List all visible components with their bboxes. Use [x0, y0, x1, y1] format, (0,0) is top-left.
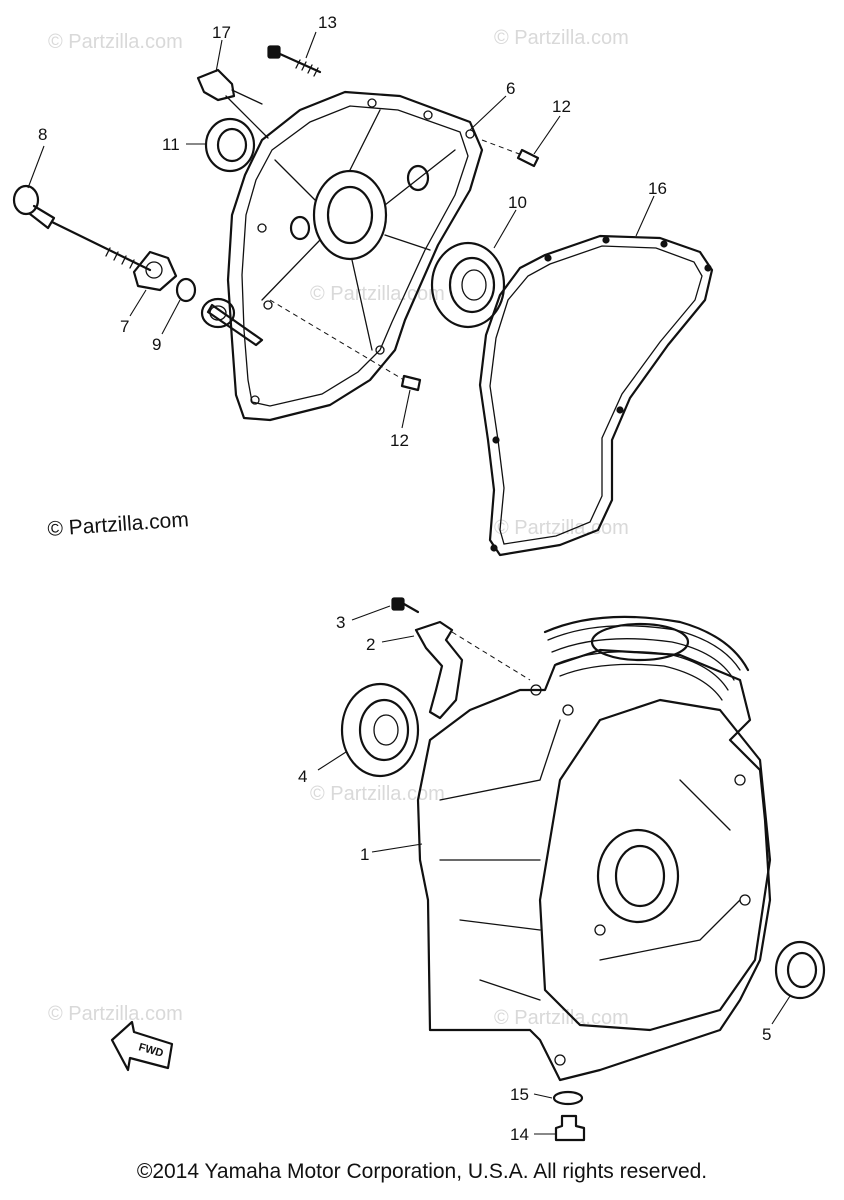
- part-label-16: 16: [648, 179, 667, 198]
- watermark-layer: © Partzilla.com © Partzilla.com © Partzi…: [48, 27, 629, 1029]
- o-ring-9-drawing: [175, 277, 197, 303]
- watermark: © Partzilla.com: [48, 31, 183, 53]
- bearing-4-drawing: [340, 682, 420, 778]
- watermark: © Partzilla.com: [494, 1007, 629, 1029]
- crankcase-drawing: [416, 615, 772, 1082]
- sensor-17-drawing: [196, 68, 269, 139]
- watermark: © Partzilla.com: [310, 783, 445, 805]
- footer-copyright: ©2014 Yamaha Motor Corporation, U.S.A. A…: [136, 1160, 708, 1183]
- filler-cap-7-drawing: [132, 250, 178, 292]
- dipstick-8-drawing: [12, 184, 152, 272]
- drain-plug-14-drawing: [554, 1114, 586, 1142]
- leader-lines: [27, 31, 791, 1135]
- part-label-7: 7: [120, 317, 129, 336]
- gasket-16-drawing: [478, 234, 714, 557]
- part-label-3: 3: [336, 613, 345, 632]
- watermark: © Partzilla.com: [48, 1003, 183, 1025]
- crankcase-cover-drawing: [200, 90, 484, 422]
- part-label-2: 2: [366, 635, 375, 654]
- part-label-13: 13: [318, 13, 337, 32]
- part-label-10: 10: [508, 193, 527, 212]
- bolt-13-drawing: [267, 45, 322, 77]
- part-label-11: 11: [162, 135, 180, 154]
- part-label-12-top: 12: [552, 97, 571, 116]
- part-number-labels: 13 17 6 12 8 11 16 10 7 9 12 3 2 4 1 5 1…: [38, 13, 771, 1144]
- bearing-10-drawing: [430, 241, 506, 329]
- watermark: © Partzilla.com: [494, 27, 629, 49]
- bracket-2-drawing: [414, 620, 531, 720]
- washer-15-drawing: [552, 1090, 584, 1106]
- bolt-3-drawing: [391, 597, 420, 614]
- part-label-1: 1: [360, 845, 369, 864]
- part-label-12-bottom: 12: [390, 431, 409, 450]
- part-label-6: 6: [506, 79, 515, 98]
- part-label-14: 14: [510, 1125, 529, 1144]
- dowel-pins-12-drawing: [269, 139, 540, 392]
- forward-direction-arrow: FWD: [110, 1020, 174, 1072]
- fwd-label: FWD: [137, 1041, 164, 1059]
- part-label-8: 8: [38, 125, 47, 144]
- part-label-4: 4: [298, 767, 307, 786]
- part-label-5: 5: [762, 1025, 771, 1044]
- part-label-15: 15: [510, 1085, 529, 1104]
- part-label-17: 17: [212, 23, 231, 42]
- site-credit: © Partzilla.com: [47, 508, 190, 541]
- part-label-9: 9: [152, 335, 161, 354]
- oil-seal-11-drawing: [204, 117, 256, 173]
- watermark: © Partzilla.com: [494, 517, 629, 539]
- oil-seal-5-drawing: [774, 940, 826, 1000]
- watermark: © Partzilla.com: [310, 283, 445, 305]
